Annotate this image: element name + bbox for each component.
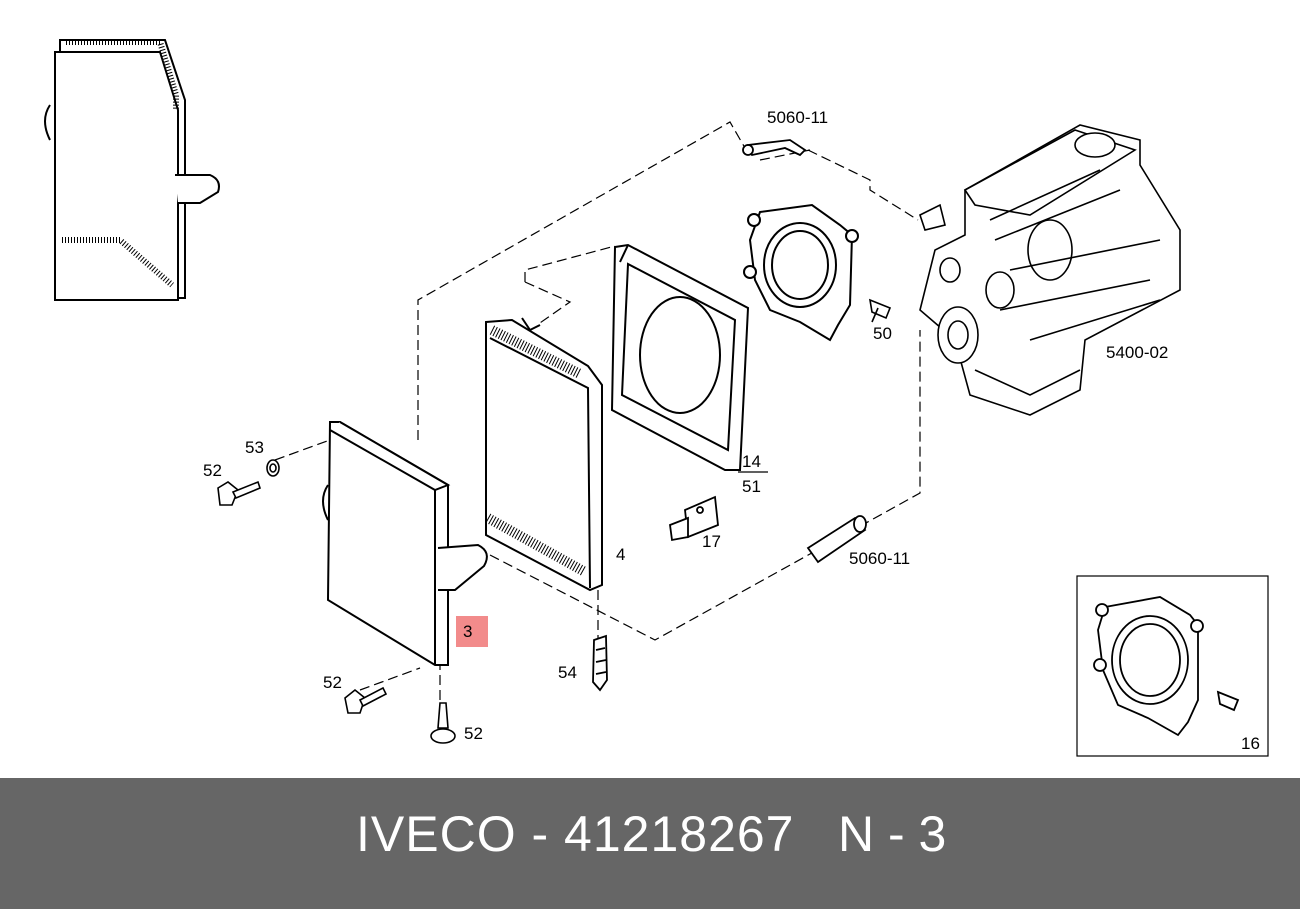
hose-upper — [742, 139, 807, 157]
fan-cover — [743, 203, 859, 342]
callout-bracket-17: 17 — [702, 532, 721, 551]
screw-53 — [266, 459, 280, 477]
callout-radiator-4: 4 — [616, 545, 625, 564]
callout-hose-bottom: 5060-11 — [849, 549, 910, 568]
reference-radiator — [44, 39, 220, 301]
callout-screw-52-left: 52 — [323, 673, 342, 692]
exploded-parts-drawing: 5060-11 5400-02 50 53 52 52 52 14 51 17 … — [44, 39, 1269, 757]
callout-screw-52-bottom: 52 — [464, 724, 483, 743]
highlight-marker — [456, 616, 488, 647]
callout-seal-51: 51 — [742, 477, 761, 496]
pin-54 — [592, 634, 608, 692]
callout-screw-52-upper: 52 — [203, 461, 222, 480]
callout-inset-16: 16 — [1241, 734, 1260, 753]
screw-52-upper — [217, 480, 261, 506]
screw-52-bottom — [430, 702, 456, 744]
fan-shroud — [610, 243, 750, 471]
position-code: N - 3 — [838, 806, 947, 862]
screw-52-left — [344, 686, 388, 714]
engine-block — [919, 124, 1181, 416]
callout-seal-14: 14 — [742, 452, 761, 471]
callout-engine: 5400-02 — [1106, 343, 1168, 362]
brand-part-number: IVECO - 41218267 — [356, 806, 795, 862]
screw-50 — [868, 298, 892, 323]
part-number-footer: IVECO - 41218267 N - 3 — [0, 778, 1300, 909]
callout-pin-54: 54 — [558, 663, 577, 682]
callout-hose-top: 5060-11 — [767, 108, 828, 127]
inset-cover — [1093, 596, 1240, 737]
callout-screw-50: 50 — [873, 324, 892, 343]
bracket-17 — [669, 495, 719, 542]
callout-part-3: 3 — [463, 622, 472, 641]
radiator-core — [485, 317, 603, 592]
callout-screw-53: 53 — [245, 438, 264, 457]
intercooler-core — [322, 421, 488, 666]
hose-lower — [806, 515, 867, 564]
assembly-lines — [274, 121, 921, 700]
